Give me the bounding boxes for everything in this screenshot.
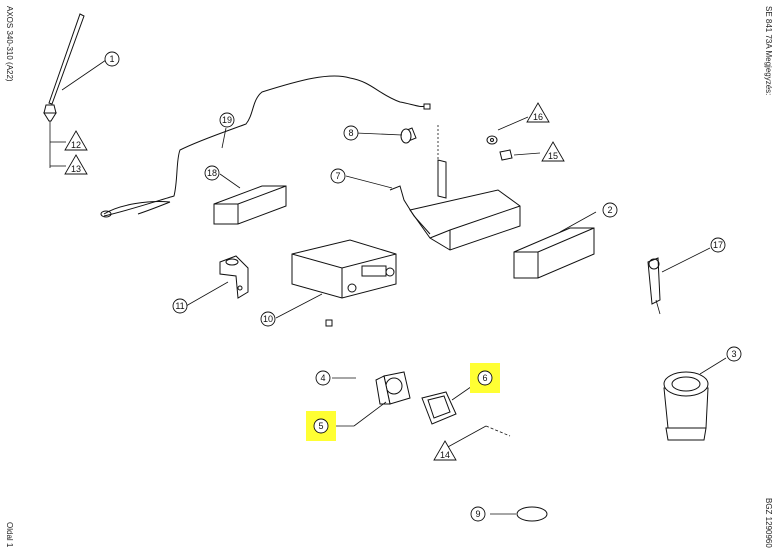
triangle-marker bbox=[541, 141, 565, 162]
callout-14: 14 bbox=[433, 440, 457, 461]
circle-marker bbox=[204, 165, 220, 181]
callout-label: 17 bbox=[713, 240, 723, 250]
ring-9-drawing bbox=[516, 506, 548, 522]
mounting-frame-drawing bbox=[389, 125, 521, 251]
callout-16: 16 bbox=[526, 102, 550, 123]
callout-7: 7 bbox=[330, 168, 346, 184]
radio-10-drawing bbox=[291, 239, 397, 327]
circle-marker bbox=[330, 168, 346, 184]
callout-15: 15 bbox=[541, 141, 565, 162]
callout-label: 8 bbox=[348, 128, 353, 138]
callout-13: 13 bbox=[64, 154, 88, 175]
callout-label: 7 bbox=[335, 171, 340, 181]
callout-3: 3 bbox=[726, 346, 742, 362]
triangle-marker bbox=[64, 130, 88, 151]
speaker-drawing bbox=[375, 371, 411, 405]
callout-6: 6 bbox=[470, 363, 500, 393]
bracket-11-drawing bbox=[219, 255, 249, 299]
triangle-marker bbox=[433, 440, 457, 461]
washer-screw-drawing bbox=[486, 135, 513, 161]
circle-marker bbox=[726, 346, 742, 362]
circle-marker bbox=[315, 370, 331, 386]
callout-label: 14 bbox=[440, 450, 450, 460]
callout-label: 1 bbox=[109, 54, 114, 64]
callout-18: 18 bbox=[204, 165, 220, 181]
callout-label: 5 bbox=[318, 421, 323, 431]
circle-marker bbox=[477, 370, 493, 386]
callout-label: 11 bbox=[175, 301, 184, 311]
callout-label: 3 bbox=[731, 349, 736, 359]
callout-5: 5 bbox=[306, 411, 336, 441]
callout-label: 9 bbox=[475, 509, 480, 519]
circle-marker bbox=[260, 311, 276, 327]
circle-marker bbox=[104, 51, 120, 67]
callout-10: 10 bbox=[260, 311, 276, 327]
grille-drawing bbox=[421, 391, 457, 425]
callout-label: 6 bbox=[482, 373, 487, 383]
box-18-drawing bbox=[213, 185, 287, 225]
callout-label: 4 bbox=[320, 373, 325, 383]
box-2-drawing bbox=[513, 227, 595, 279]
circle-marker bbox=[343, 125, 359, 141]
sleeve-8-drawing bbox=[400, 127, 417, 144]
circle-marker bbox=[219, 112, 235, 128]
callout-label: 10 bbox=[263, 314, 273, 324]
circle-marker bbox=[313, 418, 329, 434]
lighter-17-drawing bbox=[647, 257, 661, 315]
callout-8: 8 bbox=[343, 125, 359, 141]
circle-marker bbox=[172, 298, 188, 314]
circle-marker bbox=[602, 202, 618, 218]
antenna-cable-drawing bbox=[100, 75, 431, 218]
antenna-drawing bbox=[43, 13, 85, 168]
callout-2: 2 bbox=[602, 202, 618, 218]
callout-label: 16 bbox=[533, 112, 543, 122]
callout-label: 19 bbox=[222, 115, 232, 125]
callout-label: 15 bbox=[548, 151, 558, 161]
callout-label: 12 bbox=[71, 140, 81, 150]
callout-19: 19 bbox=[219, 112, 235, 128]
callout-4: 4 bbox=[315, 370, 331, 386]
triangle-marker bbox=[526, 102, 550, 123]
socket-3-drawing bbox=[663, 371, 709, 441]
callout-label: 18 bbox=[207, 168, 217, 178]
circle-marker bbox=[470, 506, 486, 522]
callout-1: 1 bbox=[104, 51, 120, 67]
callout-label: 13 bbox=[71, 164, 81, 174]
callout-11: 11 bbox=[172, 298, 188, 314]
triangle-marker bbox=[64, 154, 88, 175]
leader-lines bbox=[50, 59, 727, 515]
callout-17: 17 bbox=[710, 237, 726, 253]
callout-12: 12 bbox=[64, 130, 88, 151]
callout-9: 9 bbox=[470, 506, 486, 522]
circle-marker bbox=[710, 237, 726, 253]
callout-label: 2 bbox=[607, 205, 612, 215]
